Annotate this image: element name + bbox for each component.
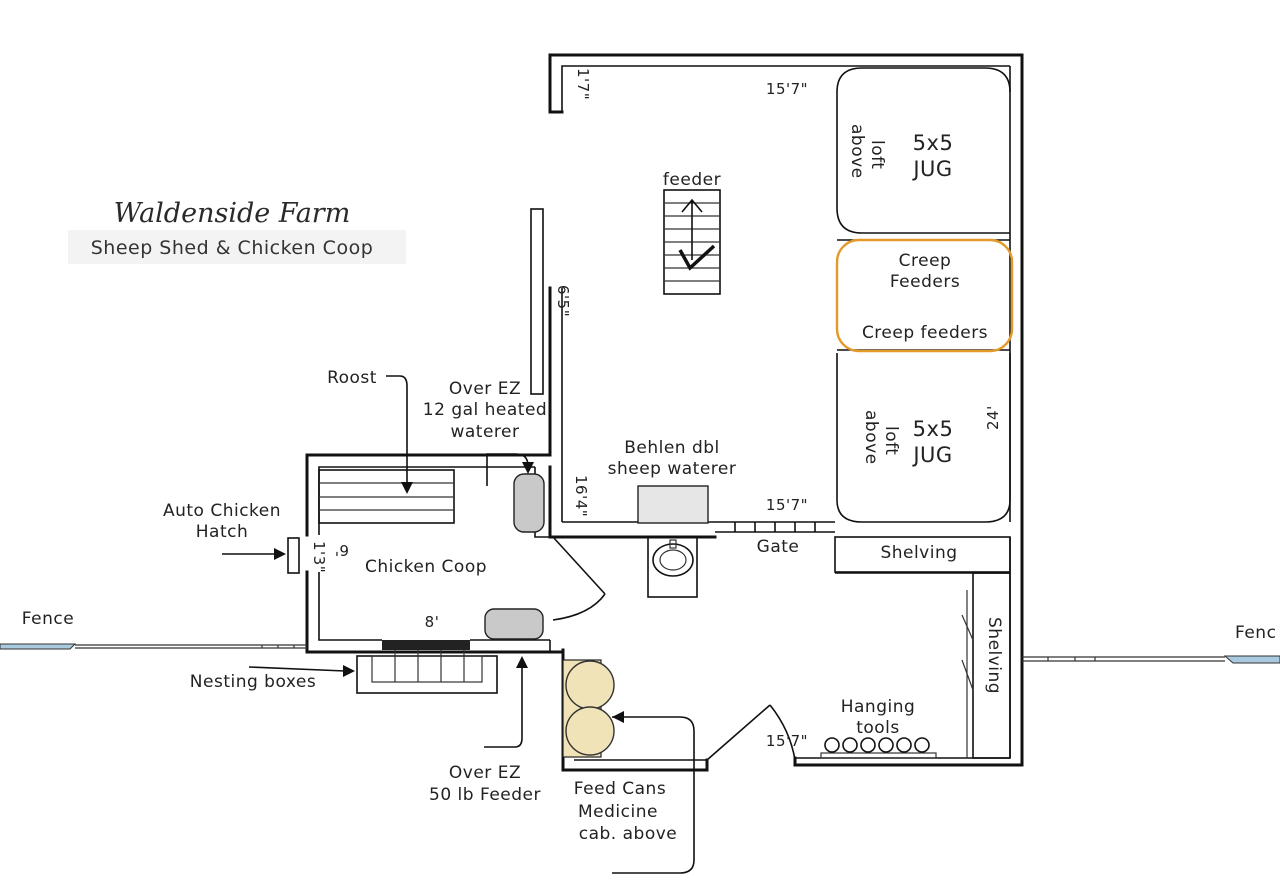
auto-chicken-hatch <box>287 537 300 574</box>
hanging-tools-label-1: Hanging <box>841 697 916 717</box>
jug-size-top: 5x5 <box>913 131 954 155</box>
loft-label-top: loft <box>867 140 887 169</box>
over-ez-waterer-label-1: Over EZ <box>449 379 521 399</box>
creep-highlight <box>835 238 1014 353</box>
feed-cans-leader <box>612 716 695 874</box>
roost-arrow-icon <box>401 482 413 494</box>
auto-hatch-label-1: Auto Chicken <box>163 501 281 521</box>
loft-label-bottom: loft <box>881 426 901 455</box>
creep-title-1: Creep <box>899 251 952 271</box>
feed-cans-arrow-icon <box>612 711 624 723</box>
hatch-arrow-icon <box>274 548 286 560</box>
title-backdrop <box>68 230 406 264</box>
fence-left <box>0 643 307 650</box>
roost-leader <box>386 375 408 484</box>
over-ez-waterer-label-2: 12 gal heated <box>423 400 547 420</box>
fence-right-label: Fenc <box>1235 623 1276 643</box>
above-label-top: above <box>847 124 867 179</box>
behlen-label-1: Behlen dbl <box>624 438 720 458</box>
jug-pen-top: 5x5 JUG loft above <box>836 67 1011 234</box>
dimension-bottom-width: 15'7" <box>766 732 808 750</box>
fence-left-label: Fence <box>22 609 74 629</box>
over-ez-waterer-label-3: waterer <box>450 422 519 442</box>
auto-hatch-label-2: Hatch <box>196 522 249 542</box>
behlen-waterer <box>637 485 709 524</box>
above-label-bottom: above <box>861 410 881 465</box>
nesting-arrow-icon <box>343 665 355 677</box>
nesting-boxes <box>356 640 498 694</box>
nesting-boxes-label: Nesting boxes <box>190 672 316 692</box>
over-ez-waterer <box>513 473 545 533</box>
dimension-inner-wall: 6'5" <box>554 285 572 317</box>
dimension-right-height: 24' <box>984 405 1002 430</box>
hanging-tools-label-2: tools <box>856 718 900 738</box>
over-ez-feeder <box>484 608 544 640</box>
sink-icon <box>647 536 698 598</box>
plan-subtitle: Sheep Shed & Chicken Coop <box>91 237 374 259</box>
creep-feeders-area: Creep Feeders Creep feeders <box>835 238 1014 353</box>
chicken-coop-walls <box>305 453 606 654</box>
dimension-mid-width: 15'7" <box>766 496 808 514</box>
dimension-coop-height-2: 6' <box>334 541 349 559</box>
jug-size-bottom: 5x5 <box>913 417 954 441</box>
feed-cans-label-1: Feed Cans <box>574 779 666 799</box>
dimension-coop-height-1: 1'3" <box>310 541 328 573</box>
feed-cans-label-2: Medicine <box>578 802 658 822</box>
dimension-top-left: 1'7" <box>574 68 592 100</box>
dimension-left-height: 16'4" <box>572 475 590 517</box>
shelving-side-label: Shelving <box>984 617 1004 694</box>
feed-cans-label-3: cab. above <box>579 824 678 844</box>
creep-title-2: Feeders <box>890 272 960 292</box>
feeder: feeder <box>663 170 721 295</box>
jug-label-bottom: JUG <box>911 443 952 467</box>
behlen-label-2: sheep waterer <box>608 459 737 479</box>
feed-cans <box>562 659 615 758</box>
creep-feeders-note: Creep feeders <box>862 323 988 343</box>
check-arrow-icon <box>678 244 716 271</box>
dimension-coop-width: 8' <box>425 613 440 631</box>
waterer-arrow-icon <box>522 462 534 474</box>
nesting-leader <box>248 666 346 672</box>
roost-label: Roost <box>327 368 377 388</box>
gate-label: Gate <box>757 537 800 557</box>
shelving-top-label: Shelving <box>880 543 957 563</box>
chicken-coop-label: Chicken Coop <box>365 557 487 577</box>
feeder-label: feeder <box>663 170 721 190</box>
dimension-top-width: 15'7" <box>766 80 808 98</box>
jug-label-top: JUG <box>911 157 952 181</box>
jug-pen-bottom: 5x5 JUG loft above <box>836 353 1011 523</box>
fence-right <box>1022 655 1280 664</box>
over-ez-feeder-label-1: Over EZ <box>449 763 521 783</box>
feeder-arrow-icon <box>516 656 528 668</box>
hanging-tools <box>820 737 937 759</box>
over-ez-feeder-label-2: 50 lb Feeder <box>429 785 541 805</box>
feeder-leader <box>484 664 523 748</box>
farm-name: Waldenside Farm <box>114 198 351 229</box>
